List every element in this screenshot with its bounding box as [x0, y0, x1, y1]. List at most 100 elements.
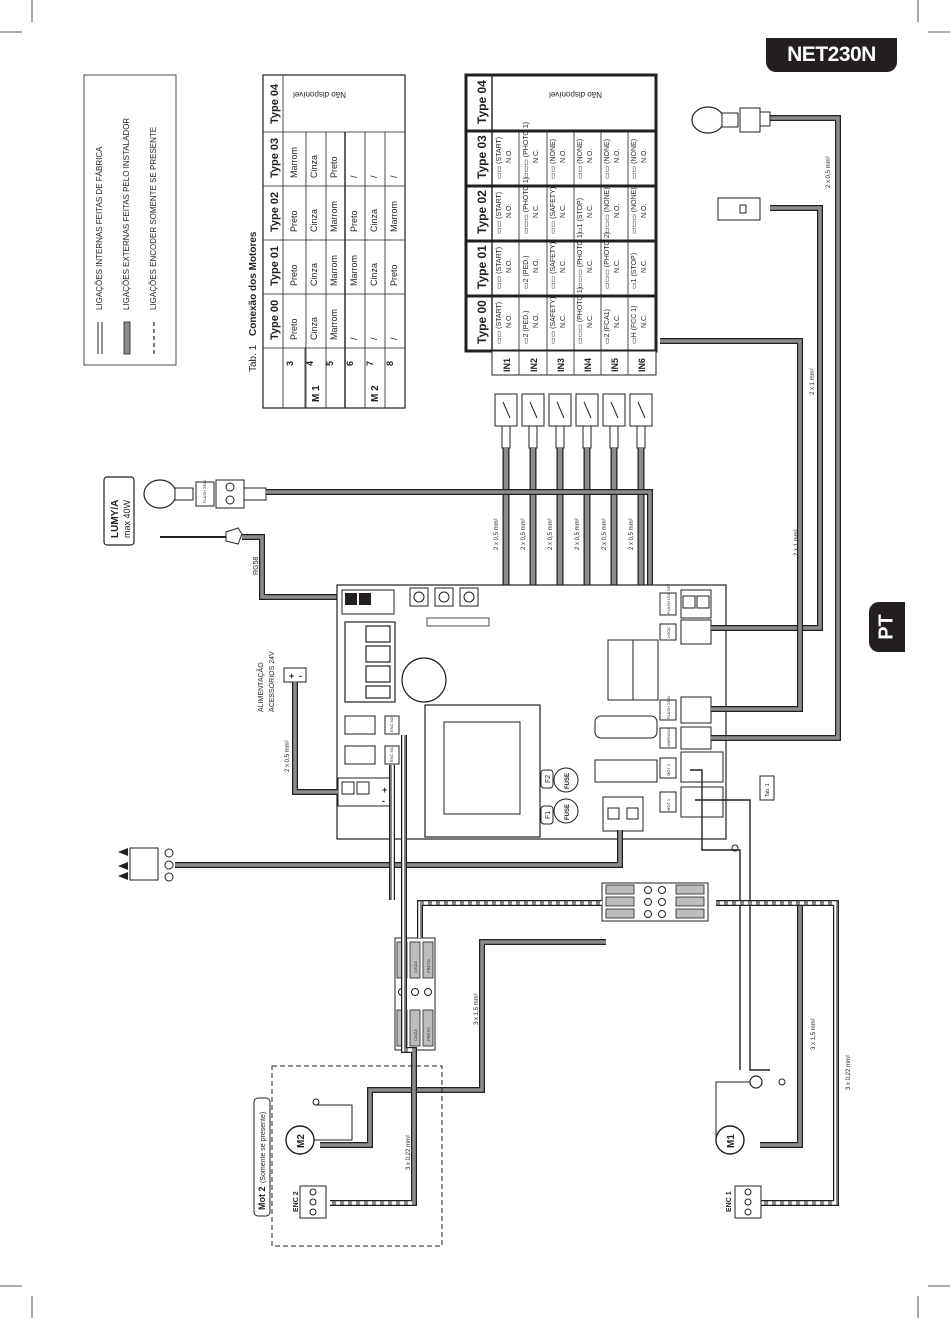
- motor-cell: Preto: [289, 264, 299, 286]
- lamp-title: LUMY/A: [110, 500, 121, 538]
- led-flash-icon: [717, 197, 761, 221]
- motor-type-04: Type 04: [269, 83, 281, 124]
- input-type-01: Type 01: [475, 245, 489, 289]
- motor-cell: Marrom: [329, 255, 339, 286]
- legend: LIGAÇÕES INTERNAS FEITAS DE FÁBRICA LIGA…: [83, 74, 177, 366]
- enc-m2-label: ENC M2: [389, 716, 394, 732]
- motor-cell: Cinza: [309, 155, 319, 178]
- input-cell-contact: N.C.: [560, 314, 567, 328]
- input-type-02: Type 02: [475, 190, 489, 234]
- input-cell-function: ▭1 (STOP): [577, 198, 584, 234]
- right-cable-b-label: 2 x 1 mm²: [810, 368, 816, 395]
- right-cable-a-label: 2 x 1 mm²: [794, 529, 800, 556]
- mains-input: [118, 830, 739, 882]
- input-cell-function: ▭▭ (NONE): [604, 139, 611, 179]
- input-cable-label: 2 x 0,5 mm²: [575, 518, 581, 550]
- color-code-cinza-a: CINZA: [413, 961, 418, 973]
- input-type-04: Type 04: [475, 80, 489, 124]
- motor-terminal-5: 5: [325, 361, 335, 366]
- input-cell-contact: N.O.: [614, 149, 621, 163]
- input-cell-contact: N.C.: [587, 204, 594, 218]
- antenna-label: RG58: [253, 557, 260, 575]
- motor-group-m2: M 2: [370, 385, 381, 402]
- motor-type-03: Type 03: [269, 138, 281, 178]
- input-cell-contact: N.C.: [587, 314, 594, 328]
- motor1-area: M1 ENC 1: [715, 1075, 786, 1219]
- input-cell-function: ▭H (FCC 1): [631, 306, 638, 345]
- language-tab[interactable]: PT: [869, 602, 905, 652]
- motor-cell: /: [349, 337, 359, 340]
- input-cell-contact: N.C.: [560, 259, 567, 273]
- input-cell-contact: N.O.: [533, 314, 540, 328]
- motor-cell: /: [369, 175, 379, 178]
- input-cable-label: 2 x 0,5 mm²: [521, 518, 527, 550]
- right-cables: 2 x 1 mm² 2 x 1 mm² 2 x 0,5 mm²: [660, 106, 841, 741]
- motor-cell: Preto: [349, 210, 359, 232]
- input-cell-function: ▭▭ (SAFETY): [550, 297, 557, 344]
- legend-encoder: LIGAÇÕES ENCODER SOMENTE SE PRESENTE: [149, 127, 158, 310]
- mot2-label: MOT 2: [666, 763, 671, 776]
- input-cell-contact: N.O.: [641, 149, 648, 163]
- motor-cell: Preto: [289, 318, 299, 340]
- input-cell-contact: N.C.: [614, 259, 621, 273]
- motor1-name: M1: [726, 1134, 737, 1148]
- input-cell-function: ▭▭ (START): [496, 192, 503, 234]
- motor-cell: /: [349, 175, 359, 178]
- motor-table-unavailable: Não disponível: [293, 90, 346, 99]
- supply-subtitle: ACESSÓRIOS 24V: [267, 651, 276, 712]
- input-cell-contact: N.O.: [506, 149, 513, 163]
- motor-cell: /: [369, 337, 379, 340]
- input-cable-label: 2 x 0,5 mm²: [494, 518, 500, 550]
- flash-led-label: FLASH LED 24V: [666, 584, 671, 614]
- warning-label: WARNING: [666, 728, 671, 747]
- motor-type-00: Type 00: [269, 300, 281, 340]
- motor2-note: (Somente se presente): [260, 1112, 267, 1183]
- right-cable-c-label: 2 x 0,5 mm²: [826, 156, 832, 188]
- input-cell-contact: N.O.: [506, 259, 513, 273]
- input-cell-function: ▭▭ (SAFETY): [550, 187, 557, 234]
- input-cell-function: ▭▭▭ (PHOTO 1): [523, 122, 530, 179]
- input-cell-function: ▭▭ (START): [496, 247, 503, 289]
- input-cell-function: ▭▭ (NONE): [577, 139, 584, 179]
- motor-cables: 3 x 1,5 mm² 3 x 0,22 mm² 3 x 1,5 mm² 3 x…: [320, 735, 852, 1206]
- motor-cell: Marrom: [329, 309, 339, 340]
- motor2-name: M2: [296, 1134, 307, 1148]
- motor-cell: Cinza: [309, 209, 319, 232]
- model-badge: NET230N: [766, 38, 897, 72]
- input-cell-function: ▭2 (FCA1): [604, 309, 611, 344]
- motor-cell: Cinza: [369, 209, 379, 232]
- input-cell-function: ▭1 (STOP): [631, 253, 638, 289]
- input-cell-function: ▭▭▭ (PHOTO 1): [523, 177, 530, 234]
- board-supply-minus: -: [382, 796, 385, 806]
- motor-cell: /: [389, 175, 399, 178]
- fuse-text-2: FUSE: [565, 804, 571, 820]
- motor-terminal-4: 4: [305, 361, 315, 366]
- motor-terminal-7: 7: [365, 361, 375, 366]
- legend-internal: LIGAÇÕES INTERNAS FEITAS DE FÁBRICA: [95, 146, 104, 310]
- motor-cell: Preto: [389, 264, 399, 286]
- fuse-f1-label: F1: [545, 811, 552, 819]
- motor-cell: Cinza: [369, 263, 379, 286]
- input-cell-contact: N.C.: [587, 259, 594, 273]
- input-cell-function: ▭▭▭ (PHOTO 2): [604, 232, 611, 289]
- input-cell-contact: N.O.: [560, 149, 567, 163]
- input-cell-function: ▭2 (PED.): [523, 311, 530, 344]
- junction-box-m1: [601, 882, 709, 922]
- lamp-power: max 40W: [122, 499, 132, 538]
- lamp-bulb-icon: [143, 479, 177, 509]
- input-cell-function: ▭▭▭ (NONE): [631, 187, 638, 234]
- input-cell-function: ▭▭ (NONE): [631, 139, 638, 179]
- motor-cell: Cinza: [309, 317, 319, 340]
- motor-terminal-3: 3: [285, 361, 295, 366]
- antenna-assembly: RG58: [160, 527, 345, 600]
- input-cell-contact: N.C.: [560, 204, 567, 218]
- supply-plus: +: [289, 671, 294, 681]
- input-cell-contact: N.O.: [533, 259, 540, 273]
- m1-power-label: 3 x 1,5 mm²: [811, 1018, 817, 1050]
- motor-cell: Marrom: [349, 255, 359, 286]
- legend-external: LIGAÇÕES EXTERNAS FEITAS PELO INSTALADOR: [122, 118, 131, 310]
- enc-m1-label: ENC M1: [389, 746, 394, 762]
- flash-230-label: FLASH 230V: [666, 695, 671, 719]
